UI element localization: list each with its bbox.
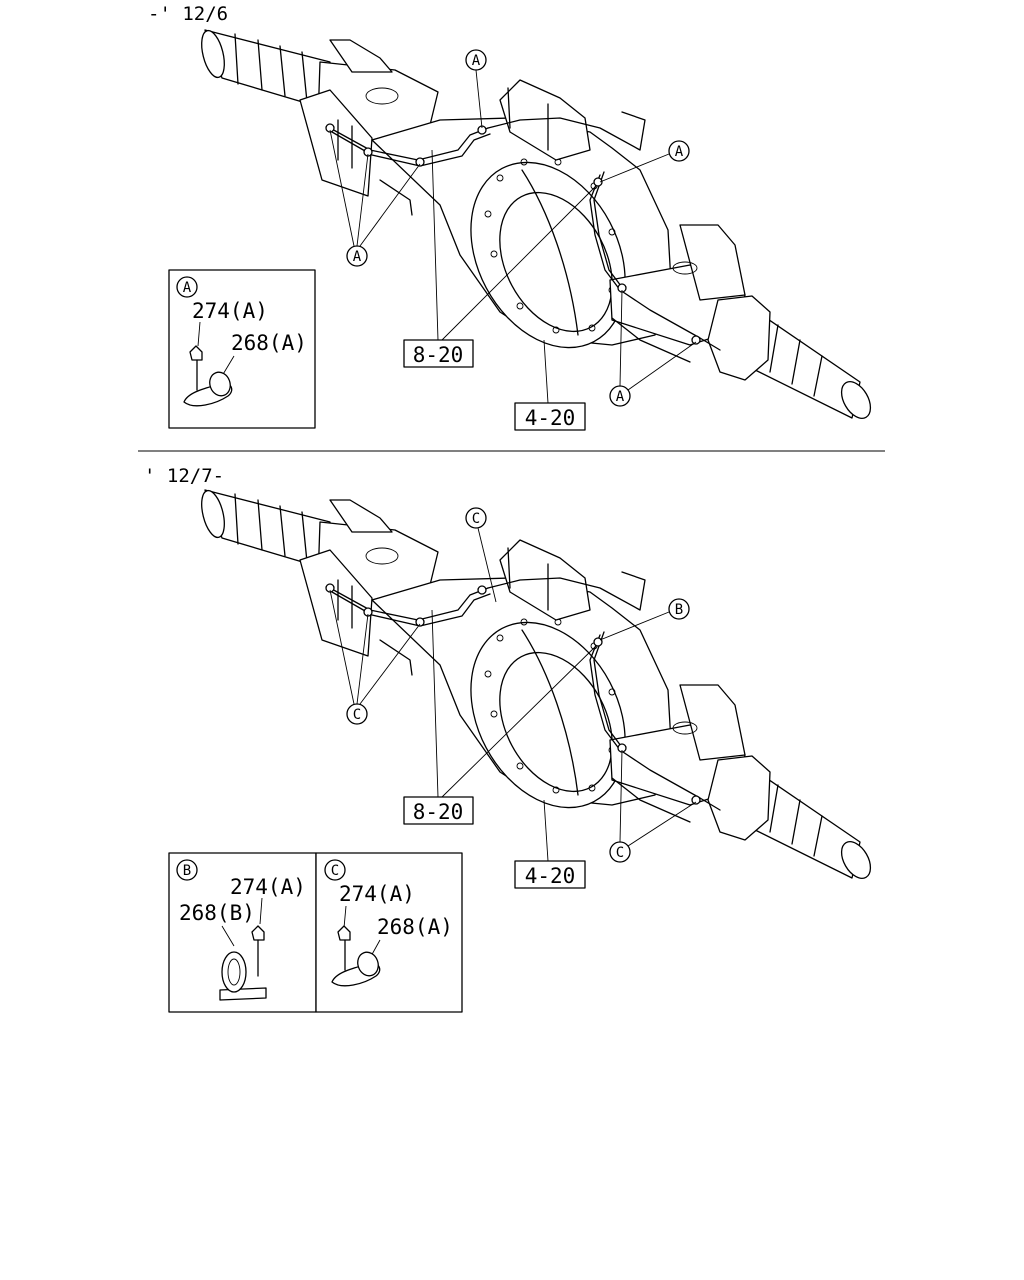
svg-text:B: B <box>183 863 191 879</box>
detail-box-a-top: A 274(A) 268(A) <box>168 269 316 429</box>
svg-text:C: C <box>353 707 361 723</box>
callout-c-bottom-center: C <box>465 507 497 603</box>
section-bottom: ' 12/7- C B C C 8-20 4-2 <box>144 465 878 1013</box>
clamp-label: 268(A) <box>231 331 307 355</box>
svg-text:8-20: 8-20 <box>413 800 464 824</box>
svg-text:A: A <box>616 389 625 405</box>
svg-text:C: C <box>616 845 624 861</box>
svg-text:4-20: 4-20 <box>525 864 576 888</box>
detail-box-b-bottom: B 274(A) 268(B) <box>168 852 317 1013</box>
bolt-label: 274(A) <box>192 299 268 323</box>
ref-box-8-20-top[interactable]: 8-20 <box>403 149 597 368</box>
ref-box-4-20-bottom[interactable]: 4-20 <box>514 799 586 889</box>
svg-text:8-20: 8-20 <box>413 343 464 367</box>
ref-box-8-20-bottom[interactable]: 8-20 <box>403 609 597 825</box>
date-range-bottom: ' 12/7- <box>144 465 224 487</box>
callout-a-top-left: A <box>329 129 421 267</box>
svg-text:A: A <box>472 53 481 69</box>
clamp-label: 268(B) <box>179 901 255 925</box>
svg-text:A: A <box>675 144 684 160</box>
svg-text:A: A <box>353 249 362 265</box>
callout-a-top-lower: A <box>609 289 697 407</box>
bolt-label: 274(A) <box>230 875 306 899</box>
callout-c-bottom-left: C <box>329 589 421 725</box>
ref-box-4-20-top[interactable]: 4-20 <box>514 339 586 431</box>
svg-text:C: C <box>331 863 339 879</box>
callout-b-bottom-right: B <box>599 598 690 641</box>
bolt-label: 274(A) <box>339 882 415 906</box>
detail-box-c-bottom: C 274(A) 268(A) <box>315 852 463 1013</box>
date-range-top: -' 12/6 <box>148 3 228 25</box>
section-top: -' 12/6 A A A A 8-20 <box>148 3 878 431</box>
svg-text:B: B <box>675 602 683 618</box>
clamp-label: 268(A) <box>377 915 453 939</box>
svg-text:4-20: 4-20 <box>525 406 576 430</box>
axle-housing-bottom <box>196 487 878 884</box>
callout-a-top-right: A <box>599 140 690 183</box>
svg-text:A: A <box>183 280 192 296</box>
svg-text:C: C <box>472 511 480 527</box>
callout-c-bottom-lower: C <box>609 749 697 863</box>
callout-a-top-center: A <box>465 49 487 129</box>
